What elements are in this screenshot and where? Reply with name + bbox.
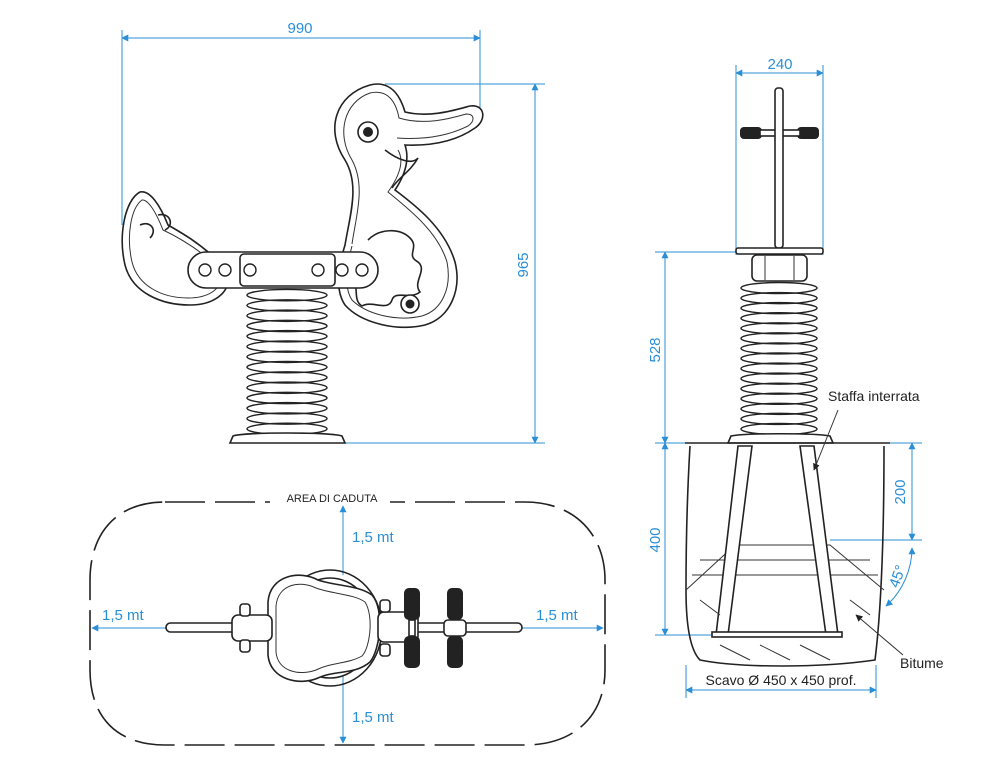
front-view: 240 528 400 200 45°: [647, 56, 944, 698]
spring-coil: [246, 391, 328, 405]
bracket-depth-dimension: 200: [830, 442, 922, 541]
side-base-plate: [228, 432, 347, 444]
side-view: 990 965: [121, 20, 545, 444]
fall-area-outline: [89, 501, 606, 746]
side-spring: [246, 288, 328, 436]
fall-top-label: 1,5 mt: [352, 529, 395, 546]
front-depth-label: 400: [647, 527, 664, 552]
front-clamp: [751, 254, 808, 282]
spring-coil: [246, 319, 328, 333]
fall-bottom-label: 1,5 mt: [352, 709, 395, 726]
duck-wing: [351, 229, 423, 307]
front-base-plate: [726, 432, 835, 444]
spring-coil: [740, 311, 818, 325]
spring-coil: [740, 291, 818, 305]
spring-coil: [246, 350, 328, 364]
front-height-dimension: 528: [647, 251, 745, 444]
bracket-callout: Staffa interrata: [828, 388, 920, 404]
front-width-label: 240: [767, 56, 792, 73]
fall-right-label: 1,5 mt: [536, 607, 579, 624]
excavation-label: Scavo Ø 450 x 450 prof.: [706, 672, 857, 688]
spring-coil: [740, 372, 818, 385]
spring-coil: [246, 288, 328, 302]
front-spring: [740, 281, 818, 436]
excavation-outline: [685, 445, 885, 667]
top-view-rider: [165, 569, 523, 687]
front-width-dimension: 240: [735, 56, 824, 255]
spring-coil: [740, 332, 818, 345]
spring-coil: [740, 382, 818, 395]
spring-coil: [246, 360, 328, 374]
fall-area-title: AREA DI CADUTA: [287, 493, 379, 505]
fall-area-view: AREA DI CADUTA 1,5 mt 1,5 mt 1,5 mt 1,5 …: [89, 490, 606, 746]
angle-label: 45°: [886, 563, 910, 590]
side-width-label: 990: [287, 20, 312, 37]
bitumen-callout: Bitume: [900, 655, 944, 671]
angle-dimension: 45°: [885, 547, 916, 607]
front-handlebar: [740, 87, 819, 249]
spring-coil: [740, 322, 818, 335]
bracket-depth-label: 200: [892, 479, 909, 504]
front-seat-plate: [735, 247, 824, 255]
spring-coil: [740, 281, 818, 295]
buried-bracket: [711, 445, 843, 638]
spring-coil: [246, 309, 328, 323]
spring-coil: [740, 362, 818, 375]
side-height-label: 965: [515, 252, 532, 277]
spring-coil: [740, 352, 818, 365]
spring-coil: [740, 301, 818, 315]
excavation-dimension: Scavo Ø 450 x 450 prof.: [685, 665, 877, 698]
spring-coil: [740, 392, 818, 406]
spring-coil: [740, 412, 818, 426]
side-width-dimension: 990: [121, 20, 481, 225]
spring-coil: [246, 329, 328, 343]
spring-coil: [246, 412, 328, 425]
front-height-label: 528: [647, 337, 664, 362]
front-depth-dimension: 400: [647, 442, 720, 636]
spring-coil: [246, 371, 328, 384]
spring-coil: [246, 401, 328, 415]
spring-coil: [740, 402, 818, 416]
spring-coil: [246, 299, 328, 312]
spring-coil: [740, 342, 818, 355]
spring-coil: [246, 381, 328, 395]
spring-coil: [246, 340, 328, 353]
fall-left-label: 1,5 mt: [102, 607, 145, 624]
side-height-dimension: 965: [345, 83, 545, 444]
